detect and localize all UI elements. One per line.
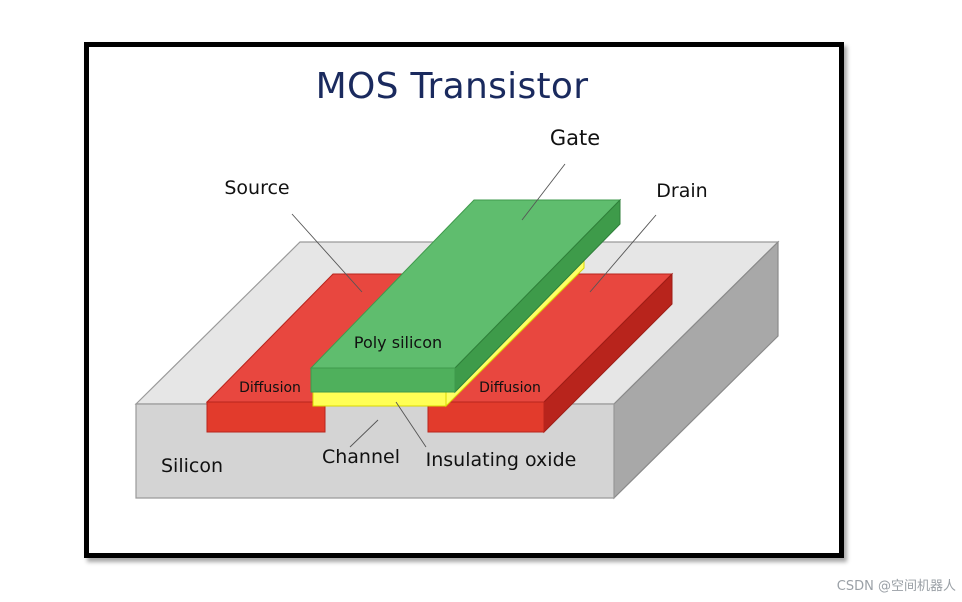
drain-leader-line <box>589 214 657 293</box>
leader-lines <box>291 163 657 448</box>
diffusion-drain <box>426 272 674 434</box>
diagram-title: MOS Transistor <box>315 66 589 107</box>
channel-leader-line <box>349 419 379 448</box>
oxide-leader-line <box>395 401 427 448</box>
drain-label: Drain <box>656 180 707 202</box>
silicon-label: Silicon <box>161 455 223 477</box>
gate-label: Gate <box>550 126 600 150</box>
insulating-oxide-label: Insulating oxide <box>426 449 577 471</box>
poly-silicon-gate <box>309 198 622 394</box>
diffusion-right-label: Diffusion <box>479 380 541 396</box>
gate-leader-line <box>521 163 566 221</box>
poly-silicon-label: Poly silicon <box>354 333 442 352</box>
watermark: CSDN @空间机器人 <box>836 579 956 594</box>
diffusion-left-label: Diffusion <box>239 380 301 396</box>
source-label: Source <box>224 177 289 199</box>
channel-label: Channel <box>322 446 400 468</box>
source-leader-line <box>291 213 363 293</box>
